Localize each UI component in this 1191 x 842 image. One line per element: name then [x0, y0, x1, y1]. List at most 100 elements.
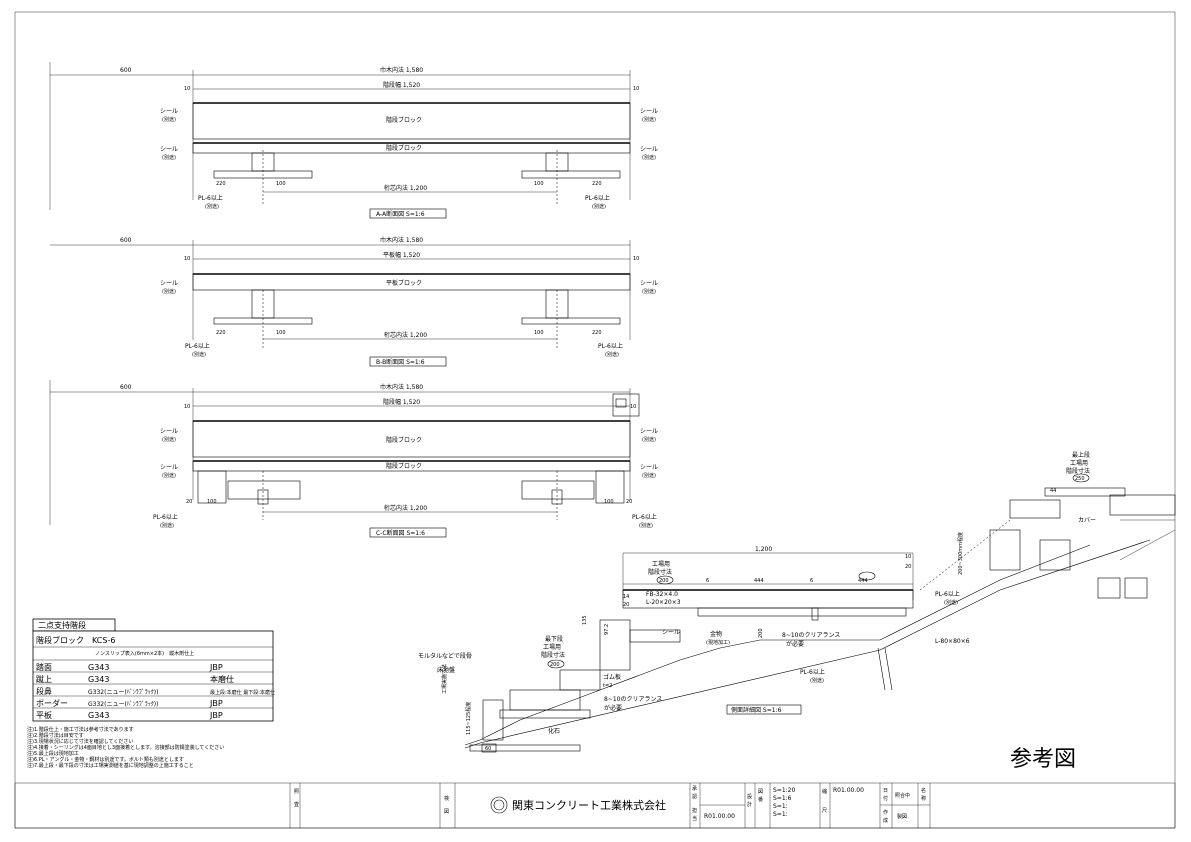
row-label-4: ボーダー	[36, 698, 68, 708]
tb-cell-12: 付	[883, 795, 888, 802]
support-dim-4: 220	[592, 330, 602, 336]
section-title: C-C断面図 S=1:6	[376, 529, 425, 537]
inner-dim: 桁芯内法 1,200	[384, 331, 427, 339]
inner-dim: 桁芯内法 1,200	[384, 184, 427, 192]
top-label3: 階段寸法	[1066, 467, 1090, 475]
left-note: 工場実施寸法	[441, 664, 448, 694]
support-dim-2: 100	[276, 330, 286, 336]
seal-label-right: シール	[640, 280, 658, 287]
row-label-2: 蹴上	[36, 674, 52, 684]
bubble-left-2: 階段寸法	[648, 568, 672, 576]
tb-cell-15: 名	[921, 787, 926, 794]
l-label: L-20×20×3	[646, 599, 681, 606]
row-code-5: G343	[88, 711, 109, 720]
edge-dim-right: 10	[633, 256, 639, 262]
row-maker-3: 最上段:本磨仕 最下段:本磨仕	[210, 689, 275, 696]
tb-scale-1: S=1:20	[773, 787, 795, 794]
tb-cell-11: 日	[883, 788, 888, 794]
kanamono-sub: (現地加工)	[706, 639, 730, 646]
seal-sub-right-2: (別途)	[642, 472, 656, 479]
bottom-num: 200	[550, 662, 560, 668]
pl-sub-right: (別途)	[639, 522, 653, 529]
right-dim2: 20	[905, 564, 911, 570]
mortar-label: モルタルなどで段骨	[418, 652, 472, 660]
seal-sub-right: (別途)	[642, 288, 656, 295]
edge-dim: 10	[184, 86, 190, 92]
top-dim: 巾木内法 1,580	[380, 383, 423, 391]
section-a-a: 600 巾木内法 1,580 階段幅 1,520 10 10 階段ブロック 階段…	[49, 62, 658, 219]
block-lower-label: 階段ブロック	[386, 462, 422, 470]
tb-tag-2: 製図	[897, 813, 907, 820]
section-b-b: 600 巾木内法 1,580 平板幅 1,520 10 10 平板ブロック シー…	[50, 236, 658, 367]
slab-label: 平板ブロック	[386, 279, 422, 287]
width-dim: 階段幅 1,520	[383, 398, 420, 406]
side-detail-view: 1,200 10 20 工場用 階段寸法 200 6 444 6 444 14 …	[418, 451, 1176, 753]
tb-cell-14: 成	[883, 817, 888, 824]
company-logo-icon	[490, 796, 508, 814]
tb-cell-16: 称	[921, 795, 926, 802]
tb-cell-4: 当	[692, 815, 697, 822]
note-6: 注)6.PL・アングル・金物・鋼材は別途です。ボルト類も別途とします	[27, 756, 184, 763]
bottom-label2: 工場用	[543, 643, 561, 651]
support-dim-1: 100	[207, 499, 217, 505]
dim-row-1: 6	[706, 578, 709, 584]
bottom-label: 最下段	[545, 635, 563, 643]
seal-sub-2: (別途)	[162, 154, 176, 161]
pl-label: PL-6以上	[185, 342, 210, 350]
seal-label-2: シール	[160, 146, 178, 153]
seal-label: シール	[160, 280, 178, 287]
section-c-c: 600 巾木内法 1,580 階段幅 1,520 10 10 階段ブロック 階段…	[49, 380, 658, 538]
seal-label-2: シール	[160, 464, 178, 471]
row-maker-2: 本磨仕	[210, 674, 234, 684]
bubble-left-num: 200	[659, 578, 669, 584]
edge-dim-right: 10	[633, 86, 639, 92]
pl-sub: (別途)	[205, 203, 219, 210]
edge-dim: 10	[184, 256, 190, 262]
bottom-label3: 階段寸法	[541, 651, 565, 659]
seal-label-right: シール	[640, 428, 658, 435]
row-maker-5: JBP	[209, 711, 223, 720]
row-maker-4: JBP	[209, 699, 223, 708]
seal-sub-right-2: (別途)	[642, 154, 656, 161]
pl-label-right: PL-6以上	[632, 513, 657, 521]
dim-row-3: 6	[810, 578, 813, 584]
clearance2: 8~10のクリアランス	[604, 696, 662, 703]
pl-label-right: PL-6以上	[585, 194, 610, 202]
seal-label-right: シール	[640, 108, 658, 115]
pl-sub: (別途)	[810, 677, 824, 684]
edge-dim-right: 10	[630, 404, 636, 410]
left-dim: 600	[120, 67, 132, 74]
side-dim: 20	[186, 499, 192, 505]
support-dim-1: 220	[216, 181, 226, 187]
note-2: 注)2.階段寸法は目安です	[27, 732, 84, 739]
cover-label: カバー	[1078, 517, 1096, 524]
row-code-4: G332(ニュー(ﾊﾞﾝﾗﾌﾞﾗｯｸ))	[88, 701, 158, 708]
dim-v-1: 97.2	[604, 624, 610, 635]
spec-product: 階段ブロック KCS-6	[36, 635, 115, 645]
seal-label: シール	[662, 629, 680, 636]
right-dim: 10	[905, 554, 911, 560]
pl-sub-right: (別途)	[592, 203, 606, 210]
edge-dim: 10	[184, 404, 190, 410]
support-dim-2: 100	[276, 181, 286, 187]
bottom-dim: 60	[485, 746, 491, 752]
note-7: 注)7.最上段・最下段の寸法は工場実測値を基に現地調整の上施工すること	[27, 762, 194, 769]
width-dim: 平板幅 1,520	[383, 251, 420, 259]
tb-label-1: 照	[294, 789, 299, 795]
pl-label: PL-6以上	[800, 668, 825, 676]
kaseki: 化石	[548, 727, 560, 735]
top-num: 250	[1075, 476, 1085, 482]
spec-title: 二点支持階段	[38, 620, 86, 630]
section-title: A-A断面図 S=1:6	[376, 210, 425, 218]
tb-label-2: 査	[294, 801, 299, 808]
tb-cell-13: 作	[883, 809, 888, 816]
pl-label: PL-6以上	[198, 194, 223, 202]
tb-cell-9: 縮	[822, 788, 827, 795]
seal-label-right-2: シール	[640, 464, 658, 471]
title-block: 照 査 検 図 関東コンクリート工業株式会社 承 認 担 当 R01.00.00…	[14, 782, 1176, 829]
corner-detail	[612, 393, 640, 417]
tb-scale-3: S=1:	[773, 803, 788, 810]
gap-dim: 200	[758, 628, 764, 638]
pl-sub: (別途)	[160, 522, 174, 529]
